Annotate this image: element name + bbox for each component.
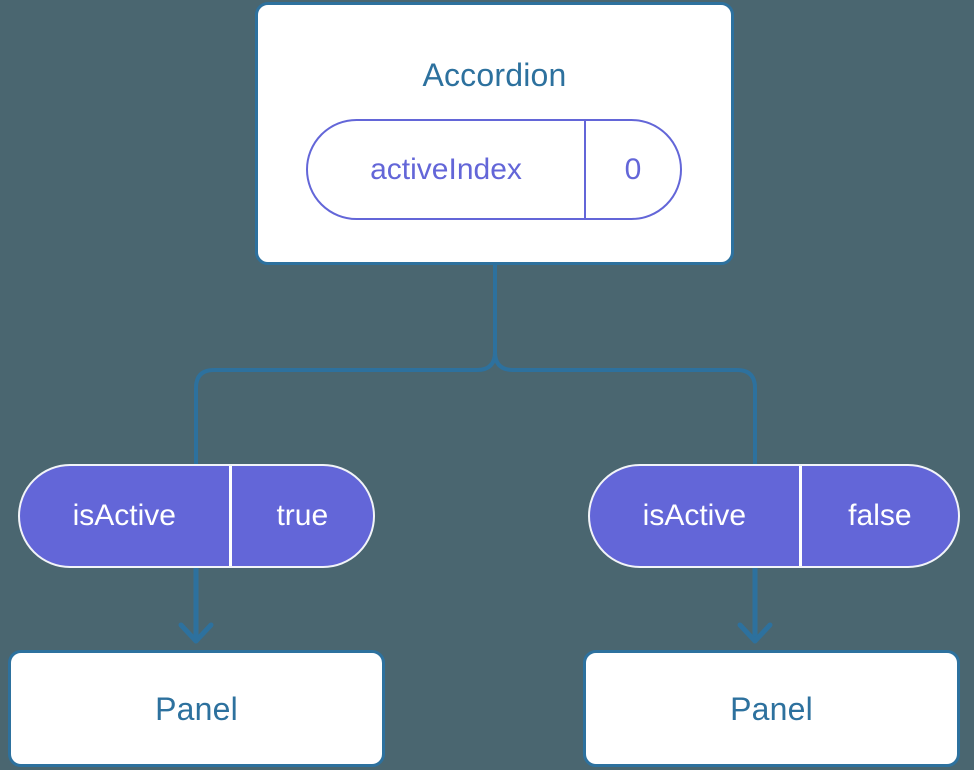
connector-root-to-right-branch [493, 263, 757, 466]
arrow-left-pill-to-panel [178, 565, 214, 644]
prop-pill-key: isActive [590, 466, 802, 566]
prop-pill-value: true [276, 499, 329, 532]
component-title-panel-right: Panel [730, 690, 813, 727]
prop-pill-is-active-true[interactable]: isActive true [18, 464, 375, 568]
state-pill-active-index[interactable]: activeIndex 0 [306, 119, 682, 220]
prop-pill-is-active-false[interactable]: isActive false [588, 464, 960, 568]
component-box-panel-right[interactable]: Panel [583, 650, 960, 767]
state-pill-key: activeIndex [308, 121, 587, 218]
state-pill-value: 0 [624, 152, 642, 186]
prop-pill-key: isActive [20, 466, 232, 566]
connector-root-to-left-branch [194, 263, 497, 466]
component-title-accordion: Accordion [422, 57, 567, 93]
component-box-panel-left[interactable]: Panel [8, 650, 385, 767]
component-title-panel-left: Panel [155, 690, 238, 727]
prop-pill-value: false [848, 499, 912, 532]
arrow-right-pill-to-panel [737, 565, 773, 644]
